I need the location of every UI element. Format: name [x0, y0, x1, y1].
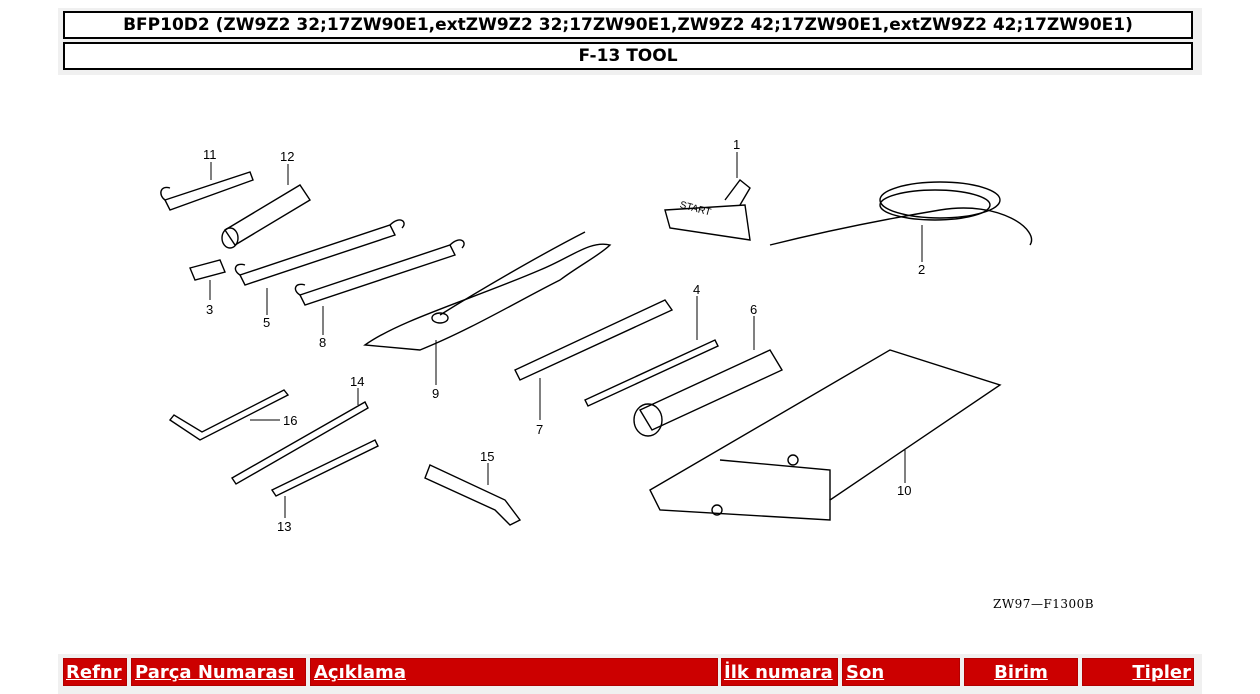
- column-unit[interactable]: Birim: [964, 658, 1078, 686]
- callout-label: 1: [733, 137, 740, 152]
- page-title: BFP10D2 (ZW9Z2 32;17ZW90E1,extZW9Z2 32;1…: [63, 11, 1193, 39]
- part-screwdriver-14: [231, 401, 369, 485]
- callout-label: 10: [897, 483, 911, 498]
- column-description[interactable]: Açıklama: [310, 658, 718, 686]
- part-hex-key: [168, 389, 290, 441]
- column-first-number[interactable]: İlk numara: [721, 658, 838, 686]
- callout-label: 11: [203, 147, 217, 162]
- part-screwdriver-4: [584, 339, 719, 407]
- part-pliers: [363, 243, 612, 351]
- callout-label: 2: [918, 262, 925, 277]
- column-part-number[interactable]: Parça Numarası: [131, 658, 306, 686]
- callout-label: 16: [283, 413, 297, 428]
- part-plug-wrench: [638, 349, 784, 431]
- column-last[interactable]: Son: [842, 658, 960, 686]
- part-grip: [424, 464, 522, 526]
- part-screwdriver-13: [270, 439, 379, 497]
- callout-label: 13: [277, 519, 291, 534]
- section-title: F-13 TOOL: [63, 42, 1193, 70]
- callout-label: 3: [206, 302, 213, 317]
- parts-diagram: 1 2 3 4 5 6 7 8 9 10 11 12 13 14 15 16 S…: [160, 137, 1033, 534]
- callout-label: 9: [432, 386, 439, 401]
- part-tool-bag: [649, 349, 1002, 521]
- callout-label: 7: [536, 422, 543, 437]
- callout-label: 4: [693, 282, 700, 297]
- part-wrench-small: [164, 171, 254, 211]
- starter-handle-text: START: [678, 200, 712, 219]
- part-tube-wrench: [224, 184, 311, 246]
- part-wrench-5: [239, 224, 396, 286]
- callout-label: 6: [750, 302, 757, 317]
- part-starter-handle: [664, 204, 751, 241]
- callout-label: 15: [480, 449, 494, 464]
- callout-label: 5: [263, 315, 270, 330]
- callout-label: 12: [280, 149, 294, 164]
- part-screwdriver-7: [514, 299, 674, 381]
- callout-label: 14: [350, 374, 364, 389]
- part-clip: [189, 259, 226, 281]
- column-refnr[interactable]: Refnr: [63, 658, 127, 686]
- part-wrench-8: [299, 244, 456, 306]
- callout-label: 8: [319, 335, 326, 350]
- diagram-code: ZW97—F1300B: [993, 597, 1095, 611]
- part-starter-rope: [769, 207, 1033, 246]
- column-types[interactable]: Tipler: [1082, 658, 1194, 686]
